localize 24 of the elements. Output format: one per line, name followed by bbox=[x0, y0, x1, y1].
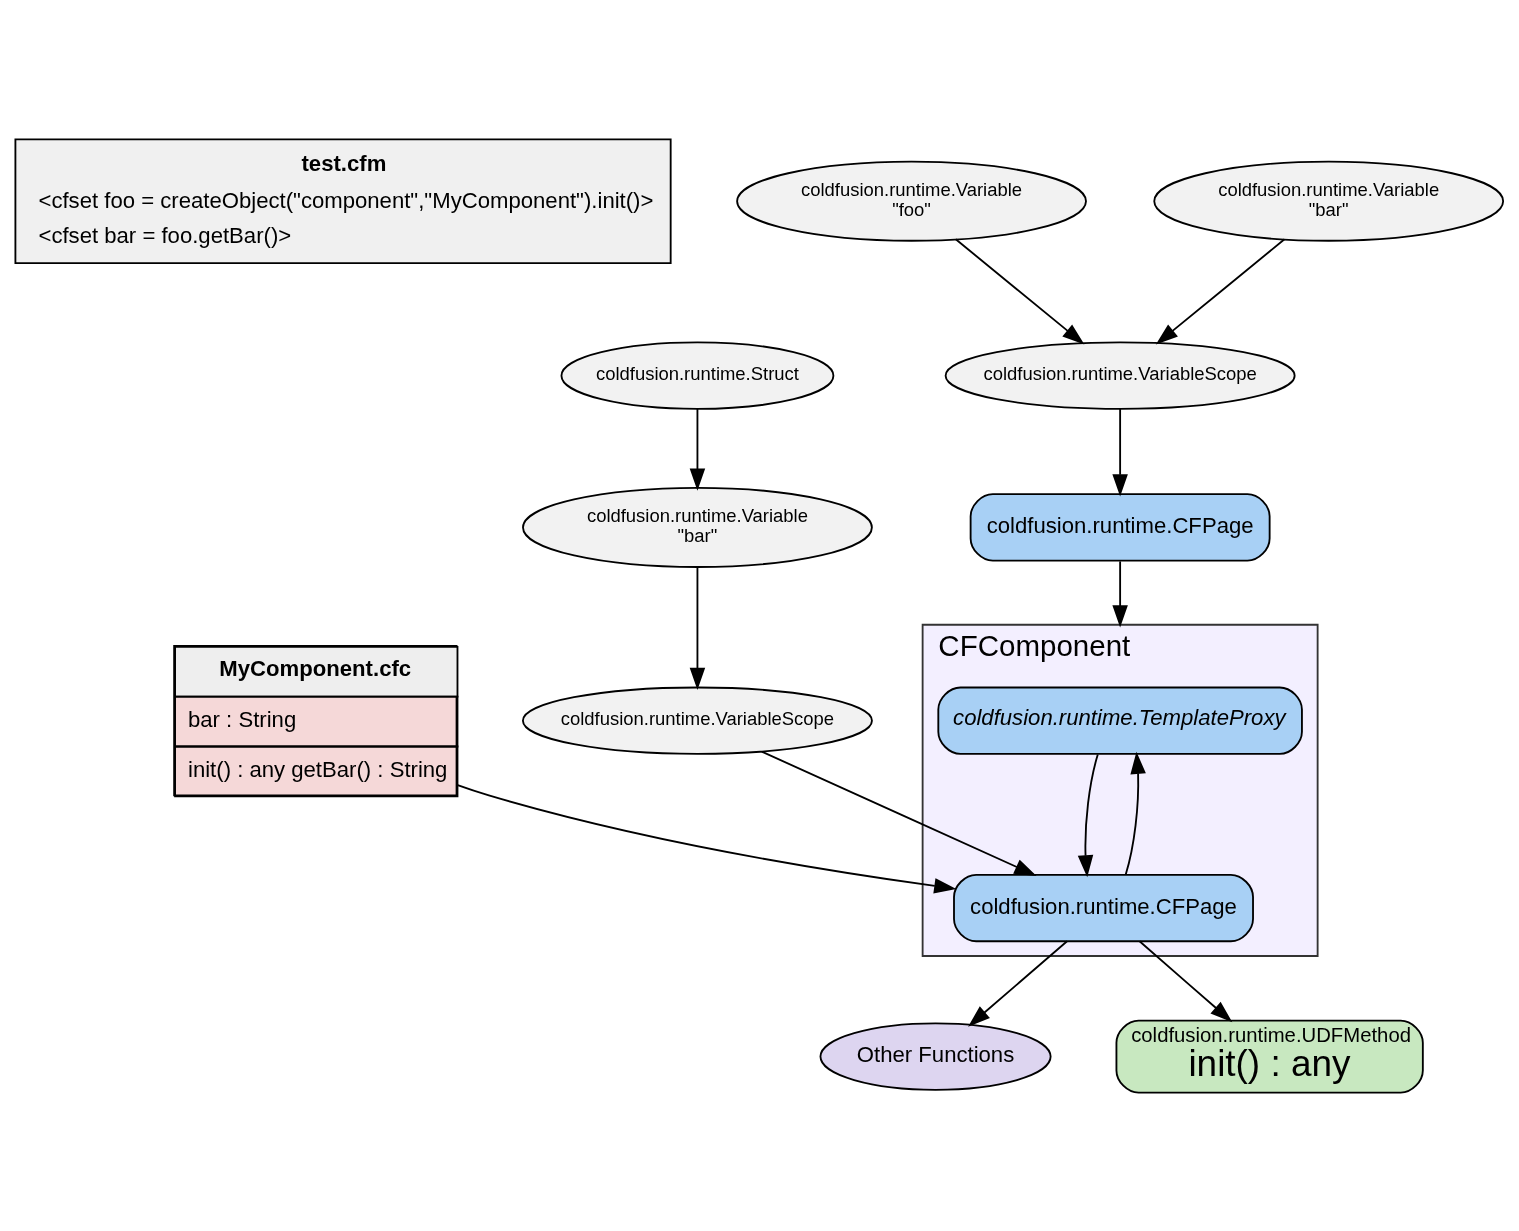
arrow bbox=[689, 565, 706, 690]
node-ellipse: coldfusion.runtime.VariableScope bbox=[944, 341, 1296, 410]
arrow bbox=[1077, 753, 1099, 877]
arrow bbox=[760, 750, 1037, 876]
arrow bbox=[954, 237, 1085, 345]
arrow bbox=[1138, 939, 1233, 1022]
node-ellipse: coldfusion.runtime.Struct bbox=[560, 341, 835, 410]
arrow bbox=[456, 783, 957, 894]
node-box: coldfusion.runtime.CFPage bbox=[969, 492, 1271, 562]
arrow bbox=[1155, 237, 1286, 345]
node-ellipse: Other Functions bbox=[819, 1021, 1052, 1091]
arrow bbox=[1124, 751, 1146, 875]
arrow bbox=[968, 939, 1068, 1027]
node-box: coldfusion.runtime.UDFMethod init() : any bbox=[1115, 1019, 1424, 1094]
node-ellipse: coldfusion.runtime.VariableScope bbox=[522, 686, 873, 755]
node-box: test.cfm <cfset foo = createObject("component","MyComponent").init()> <cfset bar = foo.getBar()> bbox=[14, 137, 672, 264]
node-ellipse: coldfusion.runtime.Variable "foo" bbox=[736, 160, 1087, 242]
node-ellipse: coldfusion.runtime.Variable "bar" bbox=[1153, 160, 1505, 242]
node-box: coldfusion.runtime.TemplateProxy bbox=[937, 686, 1303, 755]
node-ellipse: coldfusion.runtime.Variable "bar" bbox=[522, 486, 873, 568]
arrow bbox=[1112, 560, 1128, 627]
arrow bbox=[1112, 407, 1128, 496]
node-box: coldfusion.runtime.CFPage bbox=[953, 873, 1254, 942]
arrow bbox=[689, 407, 706, 491]
